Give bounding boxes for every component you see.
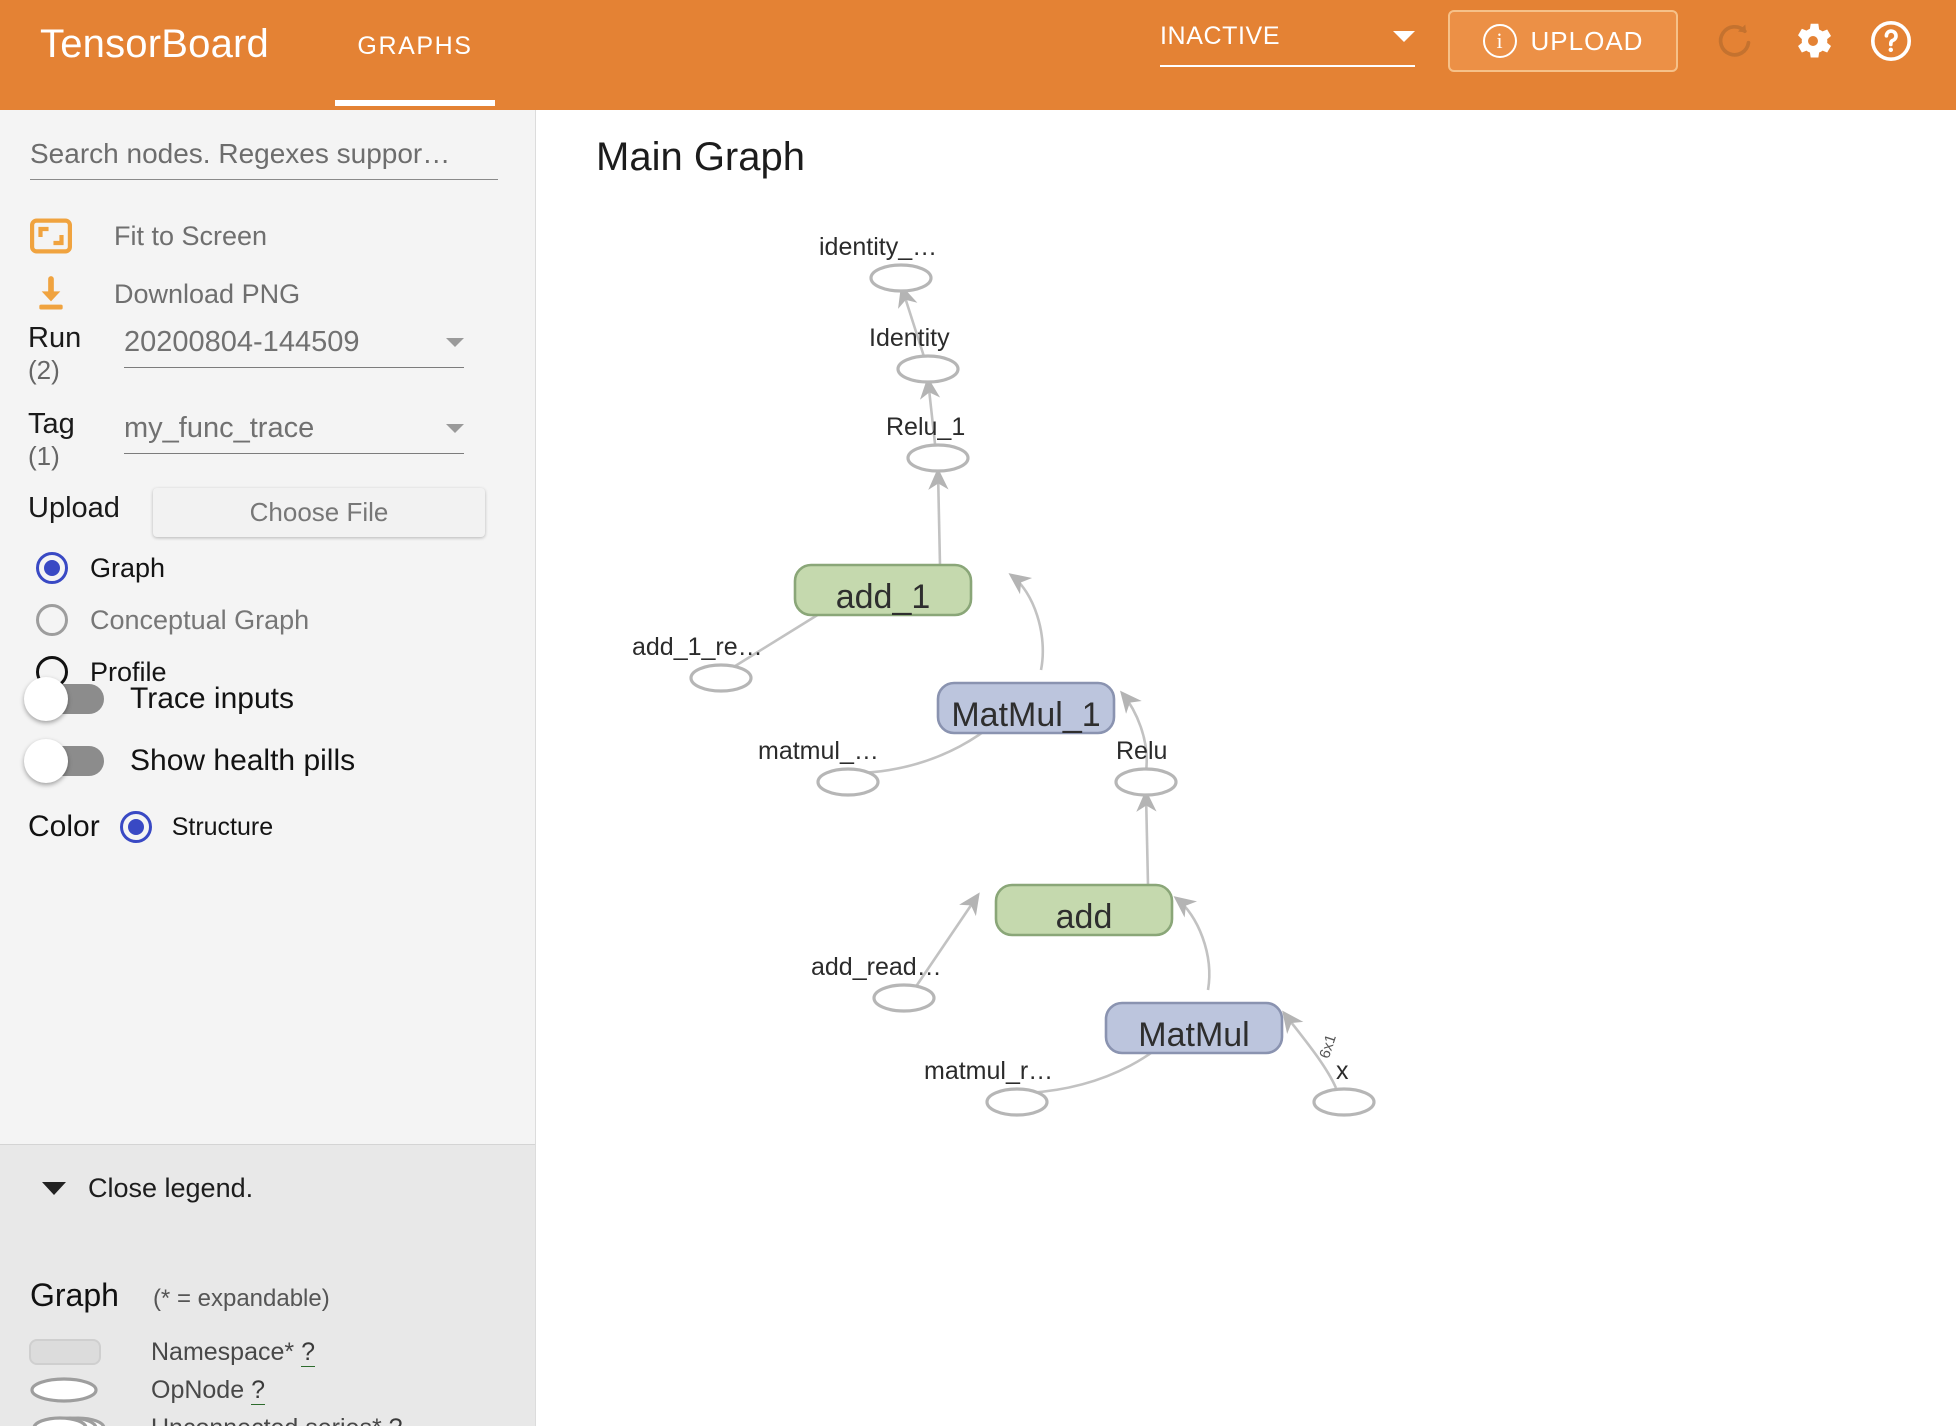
- radio-profile-label: Profile: [90, 656, 167, 687]
- graph-canvas[interactable]: Main Graph: [536, 110, 1956, 1426]
- close-legend-button[interactable]: Close legend.: [42, 1173, 253, 1204]
- legend-panel: Close legend. Graph (* = expandable) Nam…: [0, 1144, 535, 1426]
- tag-count: (1): [28, 441, 60, 471]
- run-value: 20200804-144509: [124, 326, 360, 358]
- download-png-label: Download PNG: [114, 278, 301, 309]
- top-toolbar: TensorBoard GRAPHS INACTIVE i UPLOAD: [0, 0, 1956, 110]
- node-relu-1[interactable]: [906, 443, 970, 473]
- radio-graph-label: Graph: [90, 552, 166, 583]
- node-add-1[interactable]: [793, 563, 973, 617]
- fit-to-screen-icon: [30, 215, 72, 257]
- upload-button-label: UPLOAD: [1530, 25, 1644, 56]
- node-x[interactable]: [1312, 1087, 1376, 1117]
- node-add[interactable]: [994, 883, 1174, 937]
- node-matmul-r[interactable]: [985, 1087, 1049, 1117]
- toggle-trace-inputs[interactable]: Trace inputs: [24, 677, 294, 721]
- fit-to-screen-button[interactable]: Fit to Screen: [30, 215, 267, 257]
- legend-item-unconnected-series: Unconnected series* ?: [28, 1409, 508, 1426]
- choose-file-label: Choose File: [249, 497, 389, 527]
- legend-items: Namespace* ? OpNode ?: [28, 1333, 508, 1426]
- tab-active-indicator: [335, 100, 495, 106]
- help-icon[interactable]: [1866, 16, 1916, 66]
- legend-item-opnode: OpNode ?: [28, 1371, 508, 1409]
- radio-conceptual-graph-label: Conceptual Graph: [90, 604, 310, 635]
- legend-note: (* = expandable): [152, 1285, 330, 1312]
- inactive-dropdown-label: INACTIVE: [1160, 22, 1281, 50]
- choose-file-button[interactable]: Choose File: [153, 488, 485, 537]
- run-select[interactable]: 20200804-144509: [124, 326, 464, 368]
- radio-graph[interactable]: Graph: [36, 552, 165, 584]
- close-legend-label: Close legend.: [88, 1173, 254, 1203]
- radio-conceptual-graph-indicator: [36, 604, 68, 636]
- chevron-down-icon: [1393, 31, 1415, 42]
- tag-label: Tag: [28, 408, 75, 440]
- unconnected-series-swatch-icon: [28, 1413, 123, 1426]
- run-selector-row: Run (2) 20200804-144509: [28, 322, 498, 386]
- toggle-trace-inputs-switch[interactable]: [24, 677, 104, 721]
- graph-ellipse-nodes: [689, 263, 1376, 1117]
- upload-label: Upload: [28, 492, 120, 524]
- tab-graphs[interactable]: GRAPHS: [357, 32, 473, 60]
- page-title: Main Graph: [596, 135, 805, 179]
- legend-item-namespace: Namespace* ?: [28, 1333, 508, 1371]
- radio-conceptual-graph[interactable]: Conceptual Graph: [36, 604, 309, 636]
- upload-button[interactable]: i UPLOAD: [1448, 10, 1678, 72]
- node-add-read[interactable]: [872, 983, 936, 1013]
- download-png-button[interactable]: Download PNG: [30, 273, 300, 315]
- radio-structure-indicator[interactable]: [119, 811, 152, 843]
- legend-help-unconnected-series[interactable]: ?: [388, 1413, 403, 1426]
- left-sidebar: Fit to Screen Download PNG Run (2): [0, 110, 536, 1426]
- color-row: Color Structure: [28, 810, 273, 844]
- gear-icon[interactable]: [1788, 16, 1838, 66]
- legend-help-opnode[interactable]: ?: [251, 1375, 265, 1405]
- node-matmul-1[interactable]: [936, 681, 1116, 735]
- legend-header: Graph (* = expandable): [30, 1277, 330, 1314]
- run-label: Run: [28, 322, 82, 354]
- search-input[interactable]: [30, 138, 498, 170]
- chevron-down-icon: [446, 424, 464, 433]
- opnode-swatch-icon: [28, 1375, 123, 1405]
- run-count: (2): [28, 355, 60, 385]
- refresh-icon[interactable]: [1710, 16, 1760, 66]
- legend-title: Graph: [30, 1277, 119, 1313]
- chevron-down-icon: [42, 1182, 66, 1195]
- node-matmul[interactable]: [1104, 1001, 1284, 1055]
- info-icon: i: [1482, 24, 1517, 58]
- tag-value: my_func_trace: [124, 412, 315, 444]
- search-field[interactable]: [30, 138, 498, 180]
- toggle-show-health-pills-label: Show health pills: [130, 744, 356, 777]
- graph-svg: [689, 263, 1376, 1117]
- tag-selector-row: Tag (1) my_func_trace: [28, 408, 498, 472]
- toggle-show-health-pills-switch[interactable]: [24, 739, 104, 783]
- tag-select[interactable]: my_func_trace: [124, 412, 464, 454]
- legend-label-namespace: Namespace*: [151, 1337, 295, 1366]
- graph-rect-nodes: [793, 563, 1284, 1055]
- node-relu[interactable]: [1114, 767, 1178, 797]
- node-identity[interactable]: [896, 354, 960, 384]
- app-brand: TensorBoard: [40, 22, 269, 66]
- node-identity-out[interactable]: [869, 263, 933, 293]
- color-label: Color: [28, 810, 100, 843]
- toggle-show-health-pills[interactable]: Show health pills: [24, 739, 356, 783]
- upload-row: Upload: [28, 492, 120, 525]
- legend-label-opnode: OpNode: [151, 1375, 245, 1404]
- fit-to-screen-label: Fit to Screen: [114, 220, 268, 251]
- chevron-down-icon: [446, 338, 464, 347]
- toggle-trace-inputs-label: Trace inputs: [130, 682, 294, 715]
- node-add-1-readvariableop[interactable]: [689, 663, 753, 693]
- legend-label-unconnected-series: Unconnected series*: [151, 1414, 382, 1426]
- inactive-plugins-dropdown[interactable]: INACTIVE: [1160, 22, 1415, 67]
- namespace-swatch-icon: [28, 1338, 123, 1366]
- download-icon: [30, 273, 72, 315]
- sidebar-controls: Fit to Screen Download PNG Run (2): [0, 110, 535, 1035]
- node-matmul-readvariableop[interactable]: [816, 767, 880, 797]
- radio-graph-indicator: [36, 552, 68, 584]
- legend-help-namespace[interactable]: ?: [301, 1337, 315, 1367]
- radio-structure-label: Structure: [171, 812, 274, 841]
